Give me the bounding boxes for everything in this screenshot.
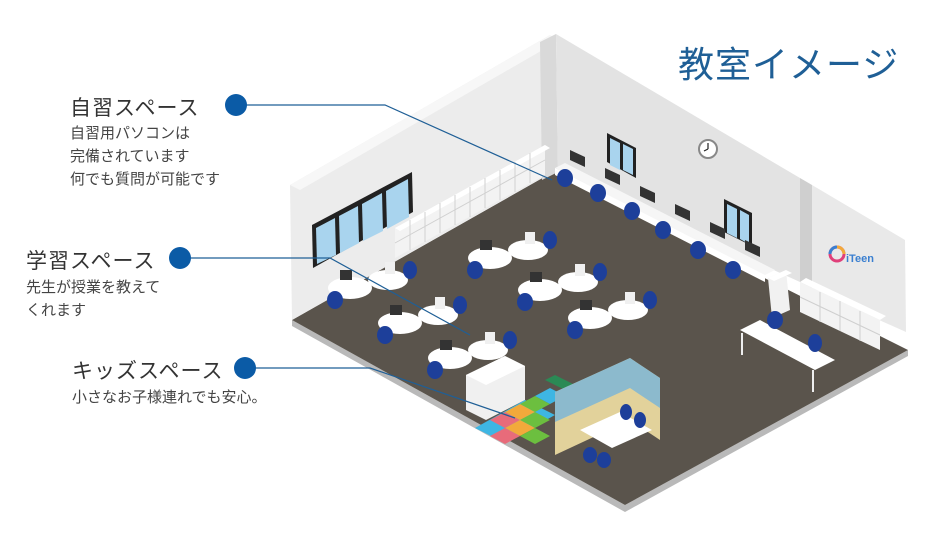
callout-line-study <box>180 257 471 336</box>
iteen-logo: iTeen <box>828 245 874 265</box>
callout-desc-study: 先生が授業を教えて くれます <box>26 276 160 322</box>
desc-line: 何でも質問が可能です <box>70 170 221 188</box>
callout-title-self-study: 自習スペース <box>70 96 200 120</box>
page-title: 教室イメージ <box>678 45 900 86</box>
right-shelves <box>799 278 886 350</box>
left-wall <box>290 35 553 320</box>
self-study-desks <box>555 150 775 282</box>
desc-line: 小さなお子様連れでも安心。 <box>72 388 267 406</box>
back-window-2 <box>724 199 752 246</box>
learning-desks <box>327 231 657 379</box>
left-window <box>312 172 413 268</box>
callout-title-study: 学習スペース <box>26 249 156 273</box>
clock-icon <box>698 139 718 159</box>
printer-cabinet <box>768 270 792 318</box>
callout-desc-self-study: 自習用パソコンは 完備されています 何でも質問が可能です <box>70 122 220 191</box>
callout-line-kids <box>245 367 516 419</box>
left-shelves <box>394 145 550 258</box>
front-right-desk <box>740 311 835 392</box>
back-window-1 <box>607 133 636 178</box>
callout-desc-kids: 小さなお子様連れでも安心。 <box>72 386 267 409</box>
callout-line-self-study <box>236 104 553 181</box>
desc-line: くれます <box>26 301 87 319</box>
logo-text: iTeen <box>846 253 874 265</box>
desc-line: 完備されています <box>70 147 190 165</box>
kids-space <box>466 356 660 468</box>
corner-pillar <box>540 34 558 180</box>
callout-dot-kids <box>234 357 256 379</box>
desc-line: 先生が授業を教えて <box>26 278 161 296</box>
callout-title-kids: キッズスペース <box>72 359 224 383</box>
floor <box>292 172 908 505</box>
callout-dot-study <box>169 247 191 269</box>
desc-line: 自習用パソコンは <box>70 124 191 142</box>
callout-dot-self-study <box>225 94 247 116</box>
